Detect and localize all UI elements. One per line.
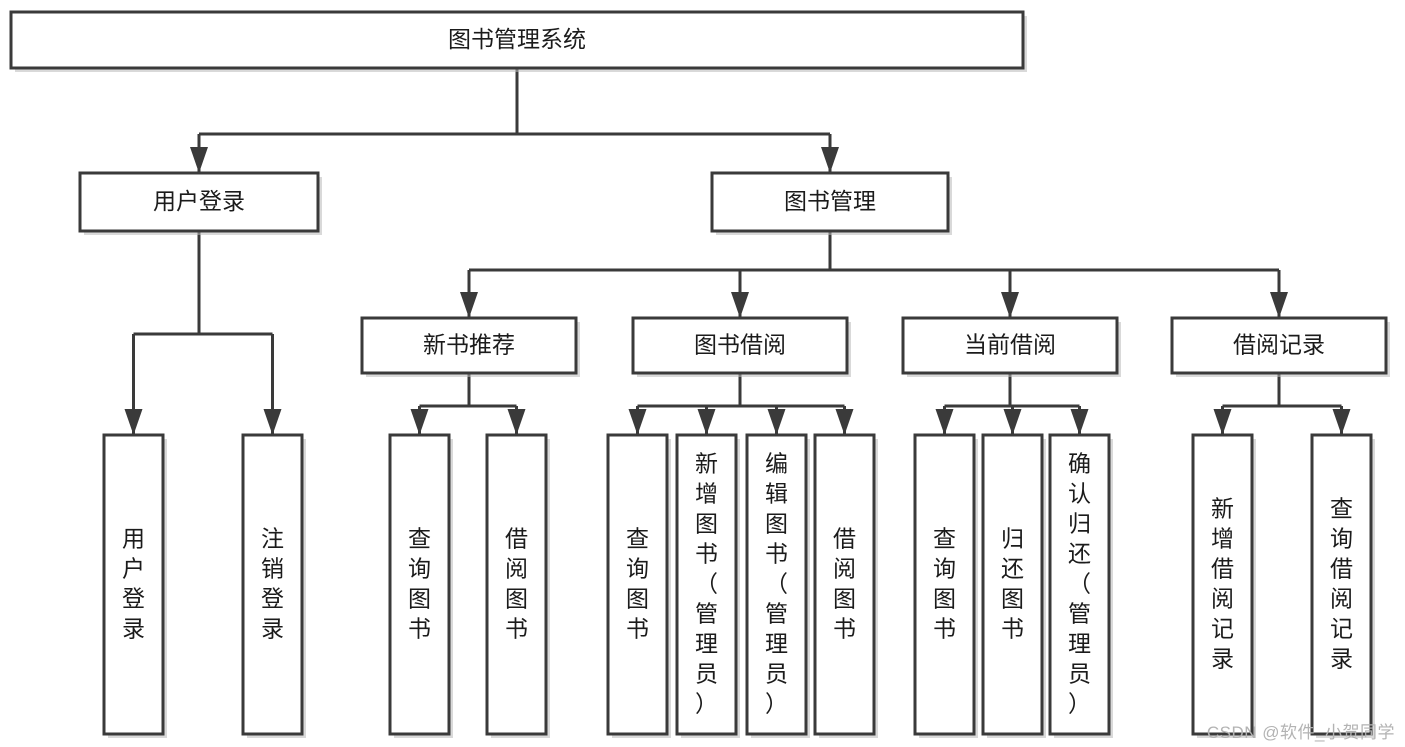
node-label: 查询借阅记录 xyxy=(1330,496,1353,672)
arrow-head-icon xyxy=(821,147,839,173)
leaf-node[interactable]: 查询图书 xyxy=(606,433,671,738)
leaf-node[interactable]: 查询图书 xyxy=(913,433,978,738)
level3-node[interactable]: 借阅记录 xyxy=(1170,316,1390,377)
node-label: 注销登录 xyxy=(261,526,284,642)
arrow-head-icon xyxy=(767,409,786,435)
node-label: 借阅图书 xyxy=(505,526,528,642)
arrow-head-icon xyxy=(1270,292,1288,318)
arrow-head-icon xyxy=(124,409,143,435)
leaf-node[interactable]: 编辑图书（管理员） xyxy=(745,433,810,738)
arrow-head-icon xyxy=(835,409,854,435)
leaf-node[interactable]: 新增借阅记录 xyxy=(1191,433,1256,738)
connector-layer xyxy=(124,68,1351,435)
arrow-head-icon xyxy=(1213,409,1232,435)
arrow-head-icon xyxy=(410,409,429,435)
leaf-node[interactable]: 确认归还（管理员） xyxy=(1048,433,1113,738)
level3-node[interactable]: 新书推荐 xyxy=(360,316,580,377)
root-node[interactable]: 图书管理系统 xyxy=(9,10,1027,72)
arrow-head-icon xyxy=(263,409,282,435)
arrow-head-icon xyxy=(1332,409,1351,435)
node-label: 新增图书（管理员） xyxy=(695,451,718,717)
arrow-head-icon xyxy=(507,409,526,435)
arrow-head-icon xyxy=(190,147,208,173)
node-label: 查询图书 xyxy=(408,526,431,642)
leaf-node[interactable]: 查询借阅记录 xyxy=(1310,433,1375,738)
leaf-node[interactable]: 用户登录 xyxy=(102,433,167,738)
node-label: 查询图书 xyxy=(933,526,956,642)
node-label: 当前借阅 xyxy=(964,332,1056,358)
leaf-node[interactable]: 归还图书 xyxy=(981,433,1046,738)
arrow-head-icon xyxy=(628,409,647,435)
node-label: 用户登录 xyxy=(153,188,245,214)
arrow-head-icon xyxy=(460,292,478,318)
leaf-node[interactable]: 查询图书 xyxy=(388,433,453,738)
leaf-node[interactable]: 借阅图书 xyxy=(485,433,550,738)
leaf-node[interactable]: 注销登录 xyxy=(241,433,306,738)
arrow-head-icon xyxy=(1003,409,1022,435)
level2-node[interactable]: 图书管理 xyxy=(710,171,952,235)
arrow-head-icon xyxy=(731,292,749,318)
node-label: 图书管理 xyxy=(784,188,876,214)
arrow-head-icon xyxy=(935,409,954,435)
node-label: 新书推荐 xyxy=(423,332,515,358)
node-label: 确认归还（管理员） xyxy=(1068,451,1091,717)
node-label: 借阅图书 xyxy=(833,526,856,642)
level2-node[interactable]: 用户登录 xyxy=(78,171,322,235)
arrow-head-icon xyxy=(1001,292,1019,318)
level3-node[interactable]: 图书借阅 xyxy=(631,316,851,377)
node-label: 新增借阅记录 xyxy=(1211,496,1234,672)
node-label: 归还图书 xyxy=(1001,526,1024,642)
node-label: 图书借阅 xyxy=(694,332,786,358)
node-label: 查询图书 xyxy=(626,526,649,642)
level3-node[interactable]: 当前借阅 xyxy=(901,316,1121,377)
node-layer: 图书管理系统用户登录图书管理新书推荐图书借阅当前借阅借阅记录用户登录注销登录查询… xyxy=(9,10,1390,738)
leaf-node[interactable]: 借阅图书 xyxy=(813,433,878,738)
node-label: 编辑图书（管理员） xyxy=(765,451,788,717)
arrow-head-icon xyxy=(697,409,716,435)
node-label: 图书管理系统 xyxy=(448,26,586,52)
leaf-node[interactable]: 新增图书（管理员） xyxy=(675,433,740,738)
csdn-watermark: CSDN @软件_小贺同学 xyxy=(1206,723,1395,742)
node-label: 借阅记录 xyxy=(1233,332,1325,358)
arrow-head-icon xyxy=(1070,409,1089,435)
node-label: 用户登录 xyxy=(122,526,145,642)
